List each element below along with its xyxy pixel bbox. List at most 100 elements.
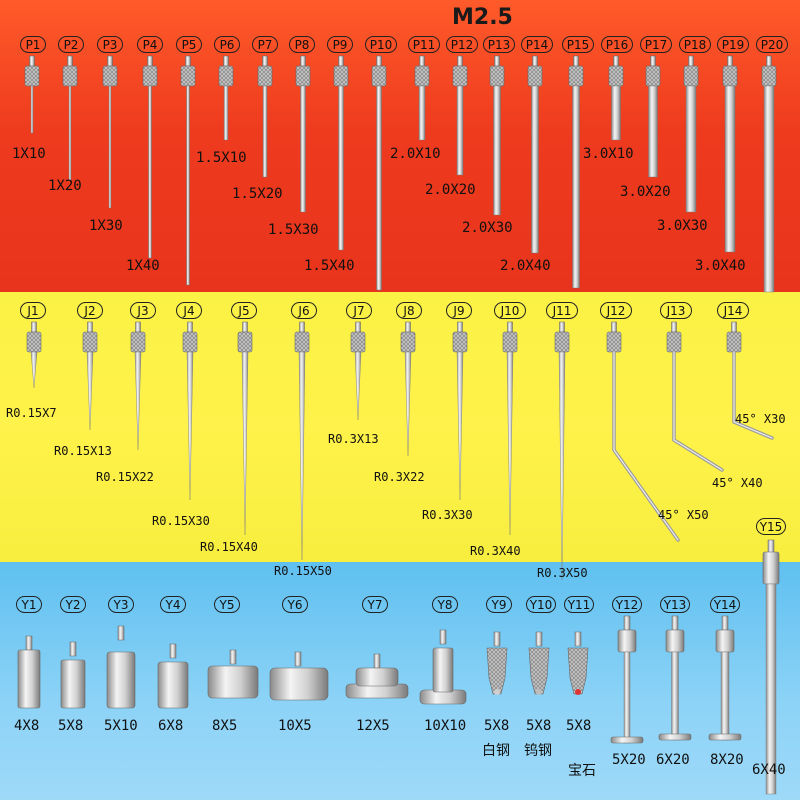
probe-p7-knurled-head bbox=[257, 65, 273, 87]
probe-j6-needle bbox=[298, 351, 306, 561]
tag-p13: P13 bbox=[483, 36, 515, 53]
p-label-2-0x20: 2.0X20 bbox=[425, 182, 476, 198]
probe-j11-thread bbox=[559, 321, 565, 333]
y-label-5x8: 5X8 bbox=[58, 718, 84, 734]
tag-y2: Y2 bbox=[60, 596, 86, 613]
probe-p8-thread bbox=[300, 55, 306, 67]
tag-y7: Y7 bbox=[362, 596, 388, 613]
probe-j1-needle bbox=[30, 351, 38, 389]
probe-p15-knurled-head bbox=[568, 65, 584, 87]
tag-y14: Y14 bbox=[710, 596, 740, 613]
probe-j13-bent-highlight bbox=[673, 351, 723, 471]
probe-p18-knurled-head bbox=[683, 65, 699, 87]
tag-j9: J9 bbox=[446, 302, 472, 319]
probe-p10-thread bbox=[376, 55, 382, 67]
tag-p9: P9 bbox=[327, 36, 353, 53]
probe-p14-stem bbox=[531, 85, 539, 254]
probe-j10-thread bbox=[507, 321, 513, 333]
p-label-1-5x20: 1.5X20 bbox=[232, 186, 283, 202]
y-label-8x5: 8X5 bbox=[212, 718, 238, 734]
probe-y13-collar bbox=[665, 629, 685, 653]
y-label-5x8-white-steel: 5X8 bbox=[484, 718, 510, 734]
probe-j13-knurled-head bbox=[666, 331, 682, 353]
probe-y13-disk bbox=[658, 733, 692, 741]
tag-j7: J7 bbox=[346, 302, 372, 319]
p-label-1-5x10: 1.5X10 bbox=[196, 150, 247, 166]
tag-p20: P20 bbox=[756, 36, 788, 53]
probe-p18-stem bbox=[685, 85, 697, 213]
probe-y13-stem bbox=[671, 651, 679, 741]
probe-j9-knurled-head bbox=[452, 331, 468, 353]
tag-j1: J1 bbox=[20, 302, 46, 319]
probe-p20-thread bbox=[766, 55, 772, 67]
probe-p3-knurled-head bbox=[102, 65, 118, 87]
probe-y14-collar bbox=[715, 629, 735, 653]
j-label-45x30: 45° X30 bbox=[735, 412, 786, 426]
probe-y13-thread bbox=[671, 615, 679, 631]
probe-p12-knurled-head bbox=[452, 65, 468, 87]
probe-j8-thread bbox=[405, 321, 411, 333]
probe-p6-knurled-head bbox=[218, 65, 234, 87]
probe-j6-knurled-head bbox=[294, 331, 310, 353]
probe-y14-stem bbox=[720, 651, 730, 741]
tag-j12: J12 bbox=[600, 302, 632, 319]
j-label-r015x50: R0.15X50 bbox=[274, 564, 332, 578]
probe-p12-stem bbox=[456, 85, 464, 176]
tag-p6: P6 bbox=[214, 36, 240, 53]
probe-y8-thread bbox=[439, 629, 447, 645]
probe-j12-knurled-head bbox=[606, 331, 622, 353]
probe-j7-knurled-head bbox=[350, 331, 366, 353]
tag-p1: P1 bbox=[20, 36, 46, 53]
y-label-6x8: 6X8 bbox=[158, 718, 184, 734]
probe-j14-knurled-head bbox=[726, 331, 742, 353]
probe-j13-thread bbox=[671, 321, 677, 333]
probe-p20-knurled-head bbox=[761, 65, 777, 87]
j-label-r015x30: R0.15X30 bbox=[152, 514, 210, 528]
tag-p4: P4 bbox=[137, 36, 163, 53]
probe-y2-body bbox=[60, 659, 86, 709]
probe-j2-knurled-head bbox=[82, 331, 98, 353]
tag-p16: P16 bbox=[601, 36, 633, 53]
p-label-2-0x30: 2.0X30 bbox=[462, 220, 513, 236]
tag-p3: P3 bbox=[97, 36, 123, 53]
probe-p16-thread bbox=[613, 55, 619, 67]
probe-j4-thread bbox=[187, 321, 193, 333]
probe-j13-bent-stem bbox=[672, 350, 724, 472]
y-label-8x20: 8X20 bbox=[710, 752, 744, 768]
j-label-r015x7: R0.15X7 bbox=[6, 406, 57, 420]
probe-p17-knurled-head bbox=[645, 65, 661, 87]
probe-p12-thread bbox=[457, 55, 463, 67]
probe-p7-thread bbox=[262, 55, 268, 67]
probe-y10-thread bbox=[535, 631, 543, 647]
probe-j2-needle bbox=[86, 351, 94, 431]
probe-p7-stem bbox=[262, 85, 268, 178]
tag-p10: P10 bbox=[365, 36, 397, 53]
tag-j4: J4 bbox=[176, 302, 202, 319]
probe-y11-thread bbox=[574, 631, 582, 647]
probe-y1-body bbox=[17, 649, 41, 709]
probe-p2-thread bbox=[67, 55, 73, 67]
probe-j11-knurled-head bbox=[554, 331, 570, 353]
tag-y11: Y11 bbox=[564, 596, 594, 613]
probe-y5-body bbox=[207, 665, 259, 699]
probe-p16-stem bbox=[611, 85, 621, 141]
probe-p17-thread bbox=[650, 55, 656, 67]
p-label-2-0x10: 2.0X10 bbox=[390, 146, 441, 162]
y-label-5x20: 5X20 bbox=[612, 752, 646, 768]
probe-p4-stem bbox=[148, 85, 152, 259]
probe-y10-body bbox=[528, 647, 550, 695]
y-label-6x40: 6X40 bbox=[752, 762, 786, 778]
probe-p16-knurled-head bbox=[608, 65, 624, 87]
probe-p5-stem bbox=[186, 85, 190, 286]
tag-j11: J11 bbox=[546, 302, 578, 319]
y-label-5x10: 5X10 bbox=[104, 718, 138, 734]
tag-j8: J8 bbox=[396, 302, 422, 319]
tag-j10: J10 bbox=[494, 302, 526, 319]
probe-j9-needle bbox=[456, 351, 464, 501]
tag-y13: Y13 bbox=[660, 596, 690, 613]
tag-y12: Y12 bbox=[612, 596, 642, 613]
j-label-r015x22: R0.15X22 bbox=[96, 470, 154, 484]
probe-p6-thread bbox=[223, 55, 229, 67]
probe-p15-stem bbox=[572, 85, 580, 289]
probe-p11-knurled-head bbox=[414, 65, 430, 87]
